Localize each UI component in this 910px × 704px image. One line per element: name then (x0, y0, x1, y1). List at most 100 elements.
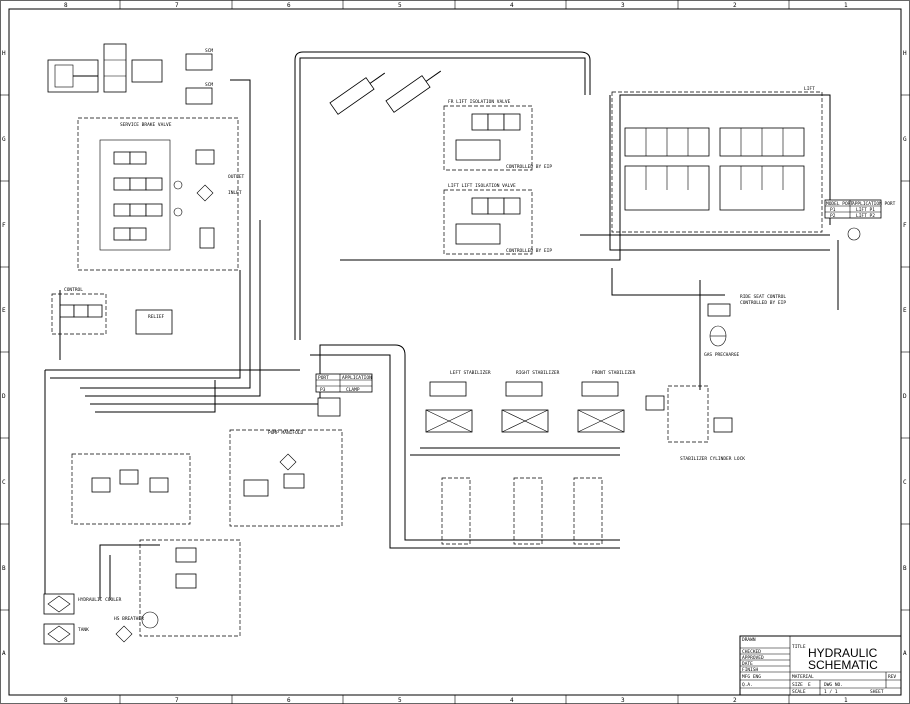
svg-text:SCM: SCM (205, 82, 213, 88)
bottom-left-manifold (71, 453, 191, 525)
port-table-r2c2: LIFT P2 (856, 213, 875, 219)
qa-label: Q.A. (742, 682, 753, 688)
fr-lift-isolation-label: FR LIFT ISOLATION VALVE (448, 99, 511, 105)
zone-left-d: D (2, 393, 6, 400)
zone-right-d: D (903, 393, 907, 400)
service-brake-valve: SERVICE BRAKE VALVE OUTLET INLET (77, 117, 245, 271)
pump-manifold: PUMP MANIFOLD (229, 397, 343, 527)
scale-label: SCALE (792, 689, 806, 695)
control-label: CONTROL (64, 287, 83, 293)
zone-right-g: G (903, 136, 907, 143)
zone-bottom-5: 5 (398, 697, 402, 704)
left-stabilizer-label: LEFT STABILIZER (450, 370, 491, 376)
zone-left-h: H (2, 50, 6, 57)
port-table-r1c2: LIFT P1 (856, 207, 875, 213)
fr-lift-isolation-valve: FR LIFT ISOLATION VALVE CONTROLLED BY EI… (443, 99, 552, 171)
zone-right-b: B (903, 565, 907, 572)
stabilizer-cylinder-lock: STABILIZER CYLINDER LOCK (645, 385, 745, 462)
lift-lift-controlled-label: CONTROLLED BY EIP (506, 248, 552, 254)
ride-seat-controlled-label: CONTROLLED BY EIP (740, 300, 786, 306)
zone-bottom-7: 7 (175, 697, 179, 704)
mfg-eng-label: MFG ENG (742, 674, 761, 680)
port-table-r2c1: P2 (830, 213, 836, 219)
ride-seat-label: RIDE SEAT CONTROL (740, 294, 786, 300)
small-table-h1: PORT (318, 375, 329, 381)
zone-bottom-4: 4 (510, 697, 514, 704)
zone-right-h: H (903, 50, 907, 57)
zone-right-a: A (903, 650, 907, 657)
sbv-inlet-label: INLET (228, 190, 242, 196)
port-table-h2: APPLICATION PORT (852, 201, 896, 207)
stabilizer-lock-label: STABILIZER CYLINDER LOCK (680, 456, 745, 462)
port-table: MODEL PORT APPLICATION PORT P1 LIFT P1 P… (824, 199, 896, 241)
zone-top-7: 7 (175, 2, 179, 9)
drawn-label: DRAWN (742, 637, 756, 643)
sheet-value: 1 / 1 (824, 689, 838, 695)
tank-label: TANK (78, 627, 89, 633)
port-table-r1c1: P1 (830, 207, 836, 213)
sbv-outlet-label: OUTLET (228, 174, 245, 180)
small-table-r1c2: CLAMP (346, 387, 360, 393)
fr-lift-controlled-label: CONTROLLED BY EIP (506, 164, 552, 170)
breather-label: HS BREATHER (114, 616, 144, 622)
gas-precharge-label: GAS PRECHARGE (704, 352, 740, 358)
pump-manifold-label: PUMP MANIFOLD (268, 430, 304, 436)
zone-top-6: 6 (287, 2, 291, 9)
small-table-h2: APPLICATION (342, 375, 372, 381)
dwg-no-label: DWG NO. (824, 682, 843, 688)
finish-label: FINISH (742, 667, 759, 673)
zone-left-f: F (2, 222, 6, 229)
front-stabilizer-label: FRONT STABILIZER (592, 370, 636, 376)
stabilizers: LEFT STABILIZER RIGHT STABILIZER FRONT S… (425, 370, 636, 545)
zone-left-e: E (2, 307, 6, 314)
approved-label: APPROVED (742, 655, 764, 661)
zone-bottom-8: 8 (64, 697, 68, 704)
zone-right-c: C (903, 479, 907, 486)
service-brake-valve-label: SERVICE BRAKE VALVE (120, 122, 172, 128)
ride-seat-control: RIDE SEAT CONTROL CONTROLLED BY EIP GAS … (704, 294, 786, 358)
title-block: DRAWN CHECKED APPROVED DATE FINISH MFG E… (739, 635, 902, 696)
zone-right-f: F (903, 222, 907, 229)
zone-bottom-6: 6 (287, 697, 291, 704)
right-stabilizer-label: RIGHT STABILIZER (516, 370, 560, 376)
drawing-title-line1: HYDRAULIC (808, 646, 878, 660)
date-label: DATE (742, 661, 753, 667)
material-label: MATERIAL (792, 674, 814, 680)
zone-left-b: B (2, 565, 6, 572)
control-valve: CONTROL RELIEF (51, 287, 173, 335)
zone-top-8: 8 (64, 2, 68, 9)
pump-tank-area: HS BREATHER (114, 539, 241, 643)
checked-label: CHECKED (742, 649, 761, 655)
piping-network (44, 51, 839, 600)
drawing-title-line2: SCHEMATIC (808, 658, 878, 672)
zone-right-e: E (903, 307, 907, 314)
lift-valve-bank: LIFT (611, 86, 823, 233)
angled-cylinders (329, 70, 442, 115)
sheet-label: SHEET (870, 689, 884, 695)
rev-label: REV (888, 674, 896, 680)
zone-bottom-1: 1 (844, 697, 848, 704)
zone-top-3: 3 (621, 2, 625, 9)
small-table-r1c1: P3 (320, 387, 326, 393)
zone-left-g: G (2, 136, 6, 143)
zone-left-a: A (2, 650, 6, 657)
size-value: E (808, 682, 811, 688)
zone-bottom-2: 2 (733, 697, 737, 704)
small-table: PORT APPLICATION P3 CLAMP (315, 373, 373, 393)
zone-top-5: 5 (398, 2, 402, 9)
cooler-and-tank: HYDRAULIC COOLER TANK (43, 593, 122, 645)
zone-left-c: C (2, 479, 6, 486)
port-table-h1: MODEL PORT (826, 201, 853, 207)
size-label: SIZE (792, 682, 803, 688)
top-left-actuators: SCM SCM (47, 43, 213, 105)
zone-top-1: 1 (844, 2, 848, 9)
relief-label: RELIEF (148, 314, 165, 320)
zone-bottom-3: 3 (621, 697, 625, 704)
lift-lift-isolation-valve: LIFT LIFT ISOLATION VALVE CONTROLLED BY … (443, 183, 552, 255)
lift-lift-isolation-label: LIFT LIFT ISOLATION VALVE (448, 183, 516, 189)
lift-label: LIFT (804, 86, 815, 92)
title-label: TITLE (792, 644, 806, 650)
zone-top-2: 2 (733, 2, 737, 9)
